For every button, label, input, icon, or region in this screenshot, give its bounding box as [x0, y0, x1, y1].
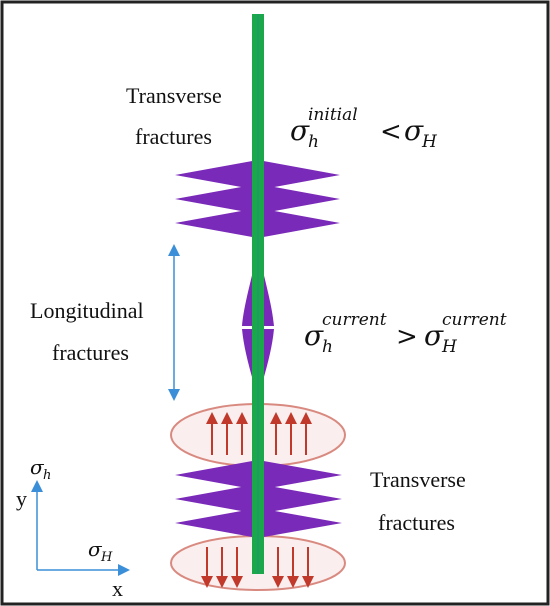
svg-text:h: h	[43, 468, 51, 483]
svg-text:<: <	[380, 117, 402, 147]
y-axis-label: y	[16, 486, 27, 511]
eq-mid-lhs-sup: current	[322, 310, 387, 330]
bottom-transverse-label-2: fractures	[378, 510, 455, 535]
svg-text:σ: σ	[290, 114, 310, 147]
longitudinal-label-1: Longitudinal	[30, 298, 144, 323]
sigma-H-base: σ	[88, 537, 103, 561]
svg-text:initial: initial	[308, 105, 358, 125]
upward-stress-arrows	[206, 412, 312, 455]
sigma-h-sub: h	[43, 468, 51, 483]
svg-text:>: >	[396, 322, 418, 352]
sigma-H-sub: H	[100, 550, 113, 565]
eq-top-lhs-sub: h	[308, 132, 319, 152]
top-transverse-label-1: Transverse	[126, 83, 222, 108]
svg-text:H: H	[441, 337, 458, 357]
svg-text:current: current	[322, 310, 387, 330]
longitudinal-label-2: fractures	[52, 340, 129, 365]
svg-text:current: current	[442, 310, 507, 330]
svg-text:H: H	[421, 132, 438, 152]
svg-text:h: h	[322, 337, 333, 357]
eq-mid-operator: >	[396, 322, 418, 352]
svg-text:h: h	[308, 132, 319, 152]
middle-stress-equation: σ current h > σ current H	[304, 310, 507, 357]
svg-text:σ: σ	[304, 319, 324, 352]
eq-mid-rhs-sup: current	[442, 310, 507, 330]
eq-top-rhs-base: σ	[404, 114, 424, 147]
svg-text:σ: σ	[424, 319, 444, 352]
svg-text:σ: σ	[88, 537, 103, 561]
bottom-transverse-label-1: Transverse	[370, 467, 466, 492]
x-axis-label: x	[112, 576, 123, 601]
top-transverse-label-2: fractures	[135, 124, 212, 149]
eq-top-operator: <	[380, 117, 402, 147]
svg-text:σ: σ	[30, 455, 45, 479]
top-stress-equation: σ initial h < σ H	[290, 105, 438, 152]
eq-top-lhs-base: σ	[290, 114, 310, 147]
sigma-h-base: σ	[30, 455, 45, 479]
sigma-h-axis-label: σ h	[30, 455, 51, 483]
eq-mid-rhs-base: σ	[424, 319, 444, 352]
svg-text:σ: σ	[404, 114, 424, 147]
downward-stress-arrows	[201, 547, 314, 588]
eq-mid-lhs-base: σ	[304, 319, 324, 352]
eq-top-lhs-sup: initial	[308, 105, 358, 125]
eq-mid-rhs-sub: H	[441, 337, 458, 357]
eq-top-rhs-sub: H	[421, 132, 438, 152]
svg-text:H: H	[100, 550, 113, 565]
eq-mid-lhs-sub: h	[322, 337, 333, 357]
sigma-H-axis-label: σ H	[88, 537, 113, 565]
